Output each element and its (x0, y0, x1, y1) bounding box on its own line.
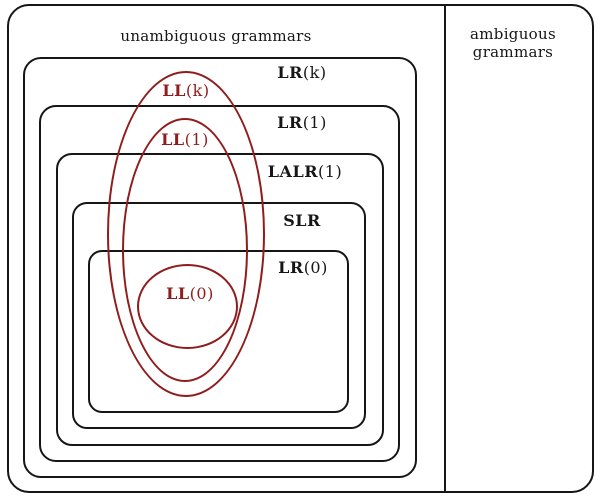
lr-0-label-name: LR (278, 258, 304, 278)
lr-k-box (23, 57, 417, 478)
ll-1-label-arg: (1) (184, 130, 209, 150)
lr-k-label: LR(k) (277, 64, 326, 82)
ll-1-label-name: LL (161, 130, 185, 150)
lalr-1-label: LALR(1) (268, 163, 342, 181)
ll-0-label: LL(0) (166, 285, 214, 303)
ll-0-ellipse (137, 264, 238, 349)
lr-k-label-name: LR (277, 63, 303, 83)
ambiguous-label-line1: ambiguous (470, 25, 556, 43)
ambiguous-grammars-label: ambiguous grammars (470, 25, 556, 61)
lalr-1-label-arg: (1) (318, 162, 343, 182)
grammars-outer-box (7, 4, 594, 493)
ll-0-label-arg: (0) (189, 284, 214, 304)
slr-label-name: SLR (283, 211, 321, 231)
ll-0-label-name: LL (166, 284, 190, 304)
lr-1-label-arg: (1) (302, 113, 327, 133)
ambiguous-label-line2: grammars (472, 43, 554, 61)
region-divider-line (444, 4, 446, 493)
lalr-1-label-name: LALR (267, 162, 319, 182)
lr-0-label: LR(0) (278, 259, 328, 277)
lr-0-label-arg: (0) (303, 258, 328, 278)
lr-1-label-name: LR (277, 113, 303, 133)
ll-k-label-arg: (k) (185, 81, 210, 101)
ll-1-ellipse (122, 118, 248, 382)
unambiguous-grammars-label: unambiguous grammars (120, 26, 312, 45)
ll-k-ellipse (107, 71, 265, 397)
slr-label: SLR (283, 212, 321, 230)
lr-k-label-arg: (k) (302, 63, 327, 83)
lr-1-label: LR(1) (277, 114, 327, 132)
ll-k-label: LL(k) (162, 82, 209, 100)
ll-k-label-name: LL (162, 81, 186, 101)
ll-1-label: LL(1) (161, 131, 209, 149)
